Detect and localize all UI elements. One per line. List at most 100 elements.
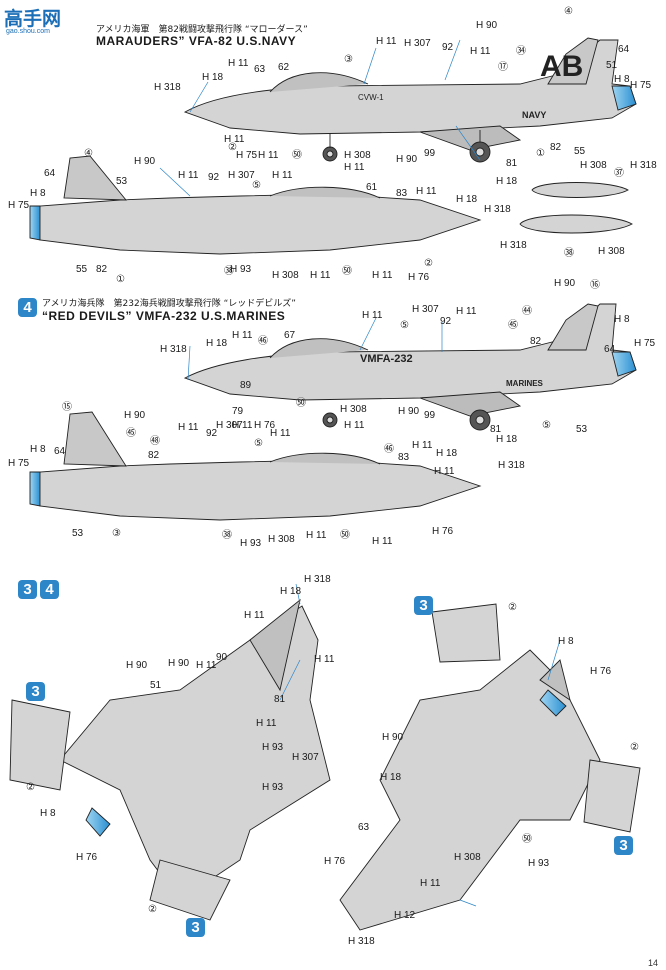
callout-h11: H 11 — [416, 186, 437, 197]
callout-h93: H 93 — [528, 858, 550, 869]
callout-n63: 63 — [254, 64, 266, 75]
callout-h308: H 308 — [272, 270, 299, 281]
callout-h75: H 75 — [8, 458, 30, 469]
callout-h16: H 18 — [456, 194, 478, 205]
callout-n4: ④ — [564, 6, 573, 17]
callout-n7: ⑤ — [254, 438, 263, 449]
logo-sub-text: gao.shou.com — [6, 28, 50, 35]
callout-n50: ㊿ — [296, 398, 306, 409]
step-badge-4: 4 — [18, 298, 37, 317]
callout-h76: H 76 — [432, 526, 454, 537]
callout-n1: ① — [536, 148, 545, 159]
callout-h307: H 307 — [292, 752, 319, 763]
callout-n81: 81 — [506, 158, 518, 169]
callout-h11: H 11 — [420, 878, 441, 889]
callout-h318: H 318 — [498, 460, 525, 471]
callout-n2: ② — [508, 602, 517, 613]
callout-n2: ② — [228, 142, 237, 153]
callout-h75: H 75 — [630, 80, 652, 91]
callout-h76: H 76 — [76, 852, 98, 863]
callout-h76: H 76 — [590, 666, 612, 677]
callout-n92: 92 — [442, 42, 454, 53]
callout-n50: ㊿ — [340, 530, 350, 541]
callout-h93: H 93 — [262, 782, 284, 793]
callout-n67: 67 — [284, 330, 296, 341]
callout-h8: H 8 — [30, 444, 46, 455]
callout-h11: H 11 — [272, 170, 293, 181]
callout-h318: H 318 — [500, 240, 527, 251]
page-number: 14 — [647, 958, 658, 968]
callout-h11: H 11 — [344, 162, 365, 173]
callout-n7: ⑤ — [400, 320, 409, 331]
hornet-vfa82-side-left — [29, 155, 482, 255]
callout-n83: 83 — [398, 452, 410, 463]
callout-n64: 64 — [44, 168, 56, 179]
callout-h12: H 12 — [394, 910, 416, 921]
callout-h75: H 75 — [236, 150, 258, 161]
callout-h308: H 308 — [598, 246, 625, 257]
callout-h318: H 318 — [484, 204, 511, 215]
wing-panel-right-a — [431, 603, 501, 663]
callout-n52: 92 — [440, 316, 452, 327]
callout-n64: 64 — [618, 44, 630, 55]
callout-h308: H 308 — [268, 534, 295, 545]
section3-en-title: MARAUDERS” VFA-82 U.S.NAVY — [96, 34, 297, 48]
callout-n55: 55 — [76, 264, 88, 275]
callout-n38: ㊳ — [222, 530, 232, 541]
callout-h90: H 90 — [124, 410, 146, 421]
wing-panel-right-b — [583, 759, 641, 833]
callout-h318: H 318 — [304, 574, 331, 585]
site-logo: 高手网 gao.shou.com — [4, 4, 92, 42]
callout-h11: H 11 — [372, 536, 393, 547]
callout-n2: ② — [630, 742, 639, 753]
callout-n53: 53 — [72, 528, 84, 539]
callout-n92: 92 — [206, 428, 218, 439]
step-badge-4a: 4 — [40, 580, 59, 599]
callout-h8: H 8 — [40, 808, 56, 819]
step-badge-3e: 3 — [614, 836, 633, 855]
callout-n55: 55 — [574, 146, 586, 157]
callout-n50: ㊿ — [522, 834, 532, 845]
callout-n53: 53 — [116, 176, 128, 187]
callout-n16: ⑯ — [590, 280, 600, 291]
callout-h18: H 18 — [206, 338, 228, 349]
callout-h11: H 11 — [314, 654, 335, 665]
callout-h8: H 8 — [614, 314, 630, 325]
logo-main-text: 高手网 — [4, 8, 62, 30]
callout-n9: ⑤ — [252, 180, 261, 191]
callout-h11: H 11 — [224, 134, 245, 145]
hornet-vfa82-side-right — [183, 37, 637, 163]
callout-h11: H 11 — [470, 46, 491, 57]
callout-n4: ④ — [84, 148, 93, 159]
callout-n34: ㉞ — [516, 46, 526, 57]
step-badge-3c: 3 — [186, 918, 205, 937]
callout-h75: H 75 — [8, 200, 30, 211]
callout-h308: H 308 — [340, 404, 367, 415]
callout-n82: 82 — [148, 450, 160, 461]
callout-n3: ③ — [112, 528, 121, 539]
callout-n38: ㊳ — [564, 248, 574, 259]
callout-h11: H 11 — [232, 420, 253, 431]
callout-n50: ㊿ — [342, 266, 352, 277]
callout-h318: H 318 — [348, 936, 375, 947]
callout-h318: H 318 — [160, 344, 187, 355]
callout-n46: ㊻ — [384, 444, 394, 455]
callout-h18: H 18 — [202, 72, 224, 83]
callout-n15: ⑮ — [62, 402, 72, 413]
section4-en-title: “RED DEVILS” VMFA-232 U.S.MARINES — [42, 309, 286, 323]
callout-h11: H 11 — [456, 306, 477, 317]
callout-h93: H 93 — [240, 538, 262, 549]
callout-h90: H 90 — [396, 154, 418, 165]
navy-text: NAVY — [522, 110, 546, 120]
callout-n63: 63 — [358, 822, 370, 833]
hornet-bottom-view — [339, 649, 601, 931]
callout-n83: 83 — [396, 188, 408, 199]
callout-h307: H 307 — [404, 38, 431, 49]
callout-h11: H 11 — [362, 310, 383, 321]
hornet-vmfa232-side-right — [183, 303, 637, 431]
callout-h11: H 11 — [258, 150, 279, 161]
callout-h90: H 90 — [168, 658, 190, 669]
callout-n64: 64 — [604, 344, 616, 355]
callout-h93: H 93 — [262, 742, 284, 753]
